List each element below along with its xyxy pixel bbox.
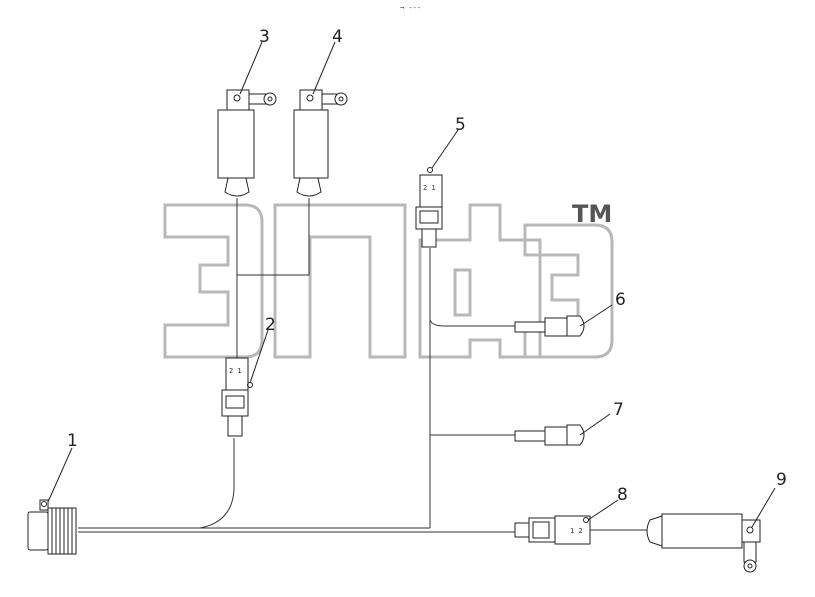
callout-5: 5 [455, 115, 466, 135]
part-8-pin-mark: 1 2 [570, 527, 583, 535]
part-5-connector: 2 1 [415, 167, 443, 248]
callout-3: 3 [259, 27, 270, 47]
part-8-connector: 1 2 [514, 515, 591, 545]
callout-1: 1 [67, 431, 78, 451]
part-2-pin-mark: 2 1 [229, 367, 242, 375]
part-5-pin-mark: 2 1 [423, 184, 436, 192]
sheet-mark: ¬ --- [400, 4, 421, 12]
callout-leaders [47, 41, 776, 528]
part-7-sensor [514, 424, 585, 446]
callout-7: 7 [613, 400, 624, 420]
part-9-limit-switch [646, 513, 761, 573]
watermark-logo: TM [163, 200, 614, 359]
callout-8: 8 [617, 485, 628, 505]
callout-numbers: 1 2 3 4 5 6 7 8 9 [67, 27, 787, 505]
part-2-connector: 2 1 [221, 357, 253, 437]
callout-6: 6 [615, 290, 626, 310]
part-6-sensor [514, 315, 585, 337]
callout-4: 4 [332, 27, 343, 47]
callout-9: 9 [776, 470, 787, 490]
callout-2: 2 [265, 315, 276, 335]
wiring [78, 198, 650, 533]
trademark-mark: TM [572, 200, 612, 228]
part-4-limit-switch [293, 89, 348, 197]
part-1-round-connector [27, 499, 77, 555]
part-3-limit-switch [217, 89, 277, 197]
